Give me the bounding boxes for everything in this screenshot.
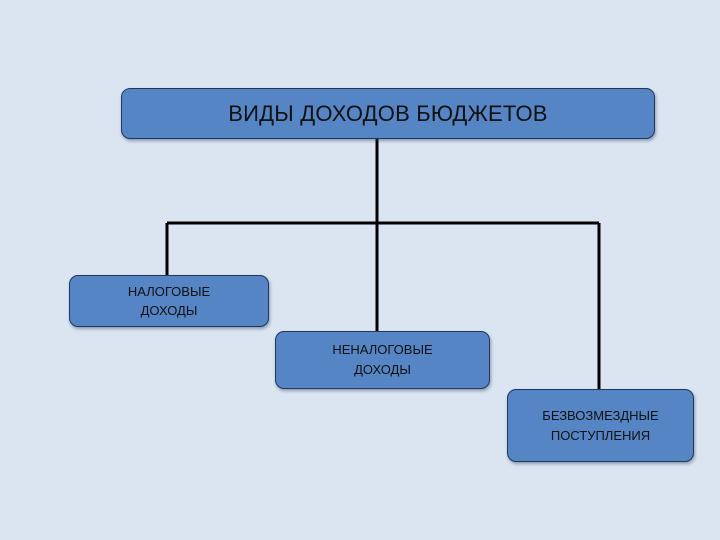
tax-revenue-node: НАЛОГОВЫЕ ДОХОДЫ bbox=[69, 275, 269, 327]
gratuitous-receipts-node: БЕЗВОЗМЕЗДНЫЕ ПОСТУПЛЕНИЯ bbox=[507, 389, 694, 462]
tax-revenue-label: НАЛОГОВЫЕ ДОХОДЫ bbox=[128, 282, 210, 320]
non-tax-revenue-node: НЕНАЛОГОВЫЕ ДОХОДЫ bbox=[275, 331, 490, 389]
non-tax-revenue-line2: ДОХОДЫ bbox=[354, 362, 411, 377]
gratuitous-receipts-label: БЕЗВОЗМЕЗДНЫЕ ПОСТУПЛЕНИЯ bbox=[542, 406, 658, 446]
root-node: ВИДЫ ДОХОДОВ БЮДЖЕТОВ bbox=[121, 88, 655, 139]
tax-revenue-line1: НАЛОГОВЫЕ bbox=[127, 284, 211, 299]
root-node-title: ВИДЫ ДОХОДОВ БЮДЖЕТОВ bbox=[228, 100, 548, 126]
tax-revenue-line2: ДОХОДЫ bbox=[140, 303, 198, 318]
non-tax-revenue-line1: НЕНАЛОГОВЫЕ bbox=[332, 342, 433, 357]
gratuitous-receipts-line2: ПОСТУПЛЕНИЯ bbox=[550, 427, 651, 443]
gratuitous-receipts-line1: БЕЗВОЗМЕЗДНЫЕ bbox=[542, 407, 659, 423]
non-tax-revenue-label: НЕНАЛОГОВЫЕ ДОХОДЫ bbox=[332, 340, 432, 380]
